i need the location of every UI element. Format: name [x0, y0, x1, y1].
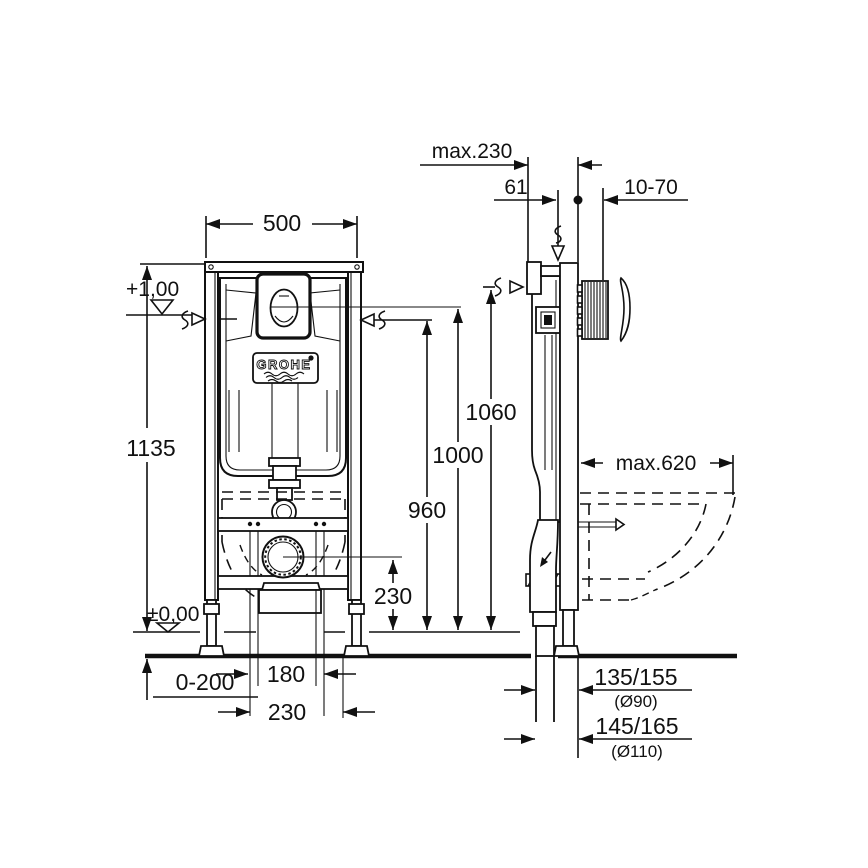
dim-wall-range: 10-70: [604, 176, 688, 205]
svg-text:135/155: 135/155: [594, 664, 677, 690]
flush-plate-housing: [576, 280, 609, 340]
dim-stud-spacing: 180 230: [216, 589, 375, 725]
svg-text:max.620: max.620: [616, 452, 697, 475]
dim-drain-height: 230: [374, 560, 412, 630]
wall-break-marks-front: [181, 310, 432, 330]
dim-foot-adjustment: 0-200: [142, 659, 258, 700]
front-right-rail: [347, 271, 362, 601]
front-top-bar: [204, 261, 364, 273]
dim-1000: 1000: [432, 309, 484, 630]
svg-text:230: 230: [268, 699, 306, 725]
svg-text:1000: 1000: [432, 442, 483, 468]
flush-actuator-oval: [269, 288, 299, 328]
front-left-rail: [204, 271, 219, 601]
drain-elbow: [529, 519, 559, 613]
svg-text:500: 500: [263, 210, 301, 236]
dim-drain-offsets: 135/155 (Ø90) 145/165 (Ø110): [504, 657, 692, 761]
bowl-outline-side: [580, 492, 736, 601]
svg-text:180: 180: [267, 661, 305, 687]
dim-max-depth: max.230: [420, 140, 604, 280]
svg-text:1060: 1060: [465, 399, 516, 425]
svg-text:max.230: max.230: [432, 140, 513, 163]
side-view: [525, 261, 736, 722]
upper-cross-rail: [217, 517, 349, 532]
frame-profile-bar: [559, 262, 579, 611]
mounting-studs: [247, 521, 327, 576]
dim-front-height: 1135: [126, 263, 205, 631]
outlet-box: [258, 589, 322, 614]
level-mark-plus100: +1,00: [126, 278, 196, 316]
flush-plate-side: [619, 276, 631, 343]
svg-text:1135: 1135: [126, 435, 175, 461]
svg-text:±0,00: ±0,00: [147, 603, 199, 626]
wall-break-mark-side: [483, 277, 525, 297]
dim-61: 61: [494, 176, 583, 205]
svg-text:145/165: 145/165: [595, 713, 678, 739]
side-foot: [552, 645, 581, 657]
front-feet: [197, 599, 371, 657]
registered-dot: [308, 355, 314, 361]
front-view: GROHE: [197, 261, 461, 657]
dim-front-width: 500: [205, 210, 358, 258]
level-mark-zero: ±0,00: [147, 603, 199, 634]
dim-1060: 1060: [465, 290, 517, 630]
svg-text:10-70: 10-70: [624, 176, 678, 199]
svg-text:(Ø90): (Ø90): [614, 692, 657, 711]
svg-text:230: 230: [374, 583, 412, 609]
svg-text:960: 960: [408, 497, 446, 523]
dimensions: 500 1135 +1,00 ±0,00 0-200: [126, 140, 734, 761]
dim-bowl-depth: max.620: [581, 452, 734, 495]
grohe-logo-plate: GROHE: [252, 352, 319, 384]
drain-pipe: [535, 625, 555, 657]
svg-text:61: 61: [504, 176, 527, 199]
svg-text:(Ø110): (Ø110): [611, 742, 663, 761]
svg-text:+1,00: +1,00: [126, 278, 179, 301]
svg-text:0-200: 0-200: [176, 669, 235, 695]
grohe-logo-text: GROHE: [256, 357, 311, 372]
bowl-mounting-rod: [578, 517, 626, 532]
flow-arrow: [540, 557, 548, 567]
dim-960: 960: [408, 321, 446, 630]
